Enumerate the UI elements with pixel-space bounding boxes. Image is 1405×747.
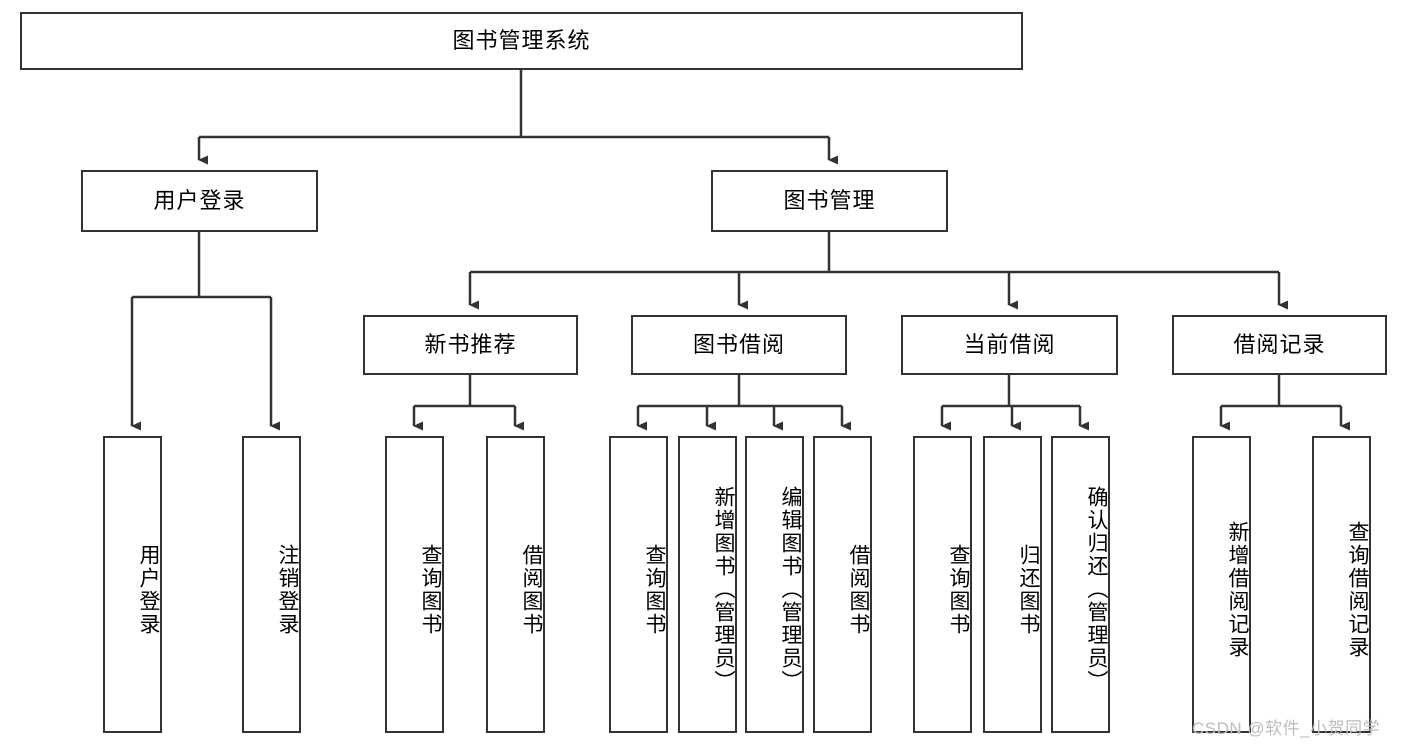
node-book-manage[interactable]: 图书管理 bbox=[711, 170, 948, 232]
node-leaf-query-book-borrow[interactable]: 查询图书 bbox=[609, 436, 668, 733]
node-label: 查询图书 bbox=[947, 543, 970, 636]
node-leaf-query-book-cur[interactable]: 查询图书 bbox=[913, 436, 972, 733]
node-label: 查询图书 bbox=[419, 543, 442, 636]
node-leaf-add-record[interactable]: 新增借阅记录 bbox=[1192, 436, 1251, 733]
node-label: 新书推荐 bbox=[424, 332, 517, 358]
watermark-text: CSDN @软件_小贺同学 bbox=[1192, 719, 1381, 738]
node-leaf-edit-book[interactable]: 编辑图书（管理员） bbox=[745, 436, 804, 733]
node-leaf-query-book-rec[interactable]: 查询图书 bbox=[385, 436, 444, 733]
node-label: 当前借阅 bbox=[963, 332, 1056, 358]
node-borrow-record[interactable]: 借阅记录 bbox=[1172, 315, 1387, 375]
node-label: 借阅记录 bbox=[1233, 332, 1326, 358]
node-leaf-confirm-return[interactable]: 确认归还（管理员） bbox=[1051, 436, 1110, 733]
node-leaf-borrow-book[interactable]: 借阅图书 bbox=[813, 436, 872, 733]
node-label: 新增图书（管理员） bbox=[712, 486, 735, 693]
node-label: 用户登录 bbox=[153, 188, 246, 214]
node-label: 借阅图书 bbox=[847, 543, 870, 636]
node-label: 编辑图书（管理员） bbox=[779, 486, 802, 693]
node-label: 图书管理系统 bbox=[452, 28, 591, 54]
node-new-book-recommend[interactable]: 新书推荐 bbox=[363, 315, 578, 375]
node-label: 注销登录 bbox=[276, 543, 299, 636]
node-leaf-add-book[interactable]: 新增图书（管理员） bbox=[678, 436, 737, 733]
node-label: 新增借阅记录 bbox=[1226, 520, 1249, 659]
node-label: 图书借阅 bbox=[692, 332, 785, 358]
node-user-login[interactable]: 用户登录 bbox=[81, 170, 318, 232]
node-leaf-borrow-book-rec[interactable]: 借阅图书 bbox=[486, 436, 545, 733]
node-leaf-user-login[interactable]: 用户登录 bbox=[103, 436, 162, 733]
node-label: 用户登录 bbox=[137, 543, 160, 636]
node-label: 图书管理 bbox=[783, 188, 876, 214]
node-leaf-query-record[interactable]: 查询借阅记录 bbox=[1312, 436, 1371, 733]
node-root[interactable]: 图书管理系统 bbox=[20, 12, 1023, 70]
node-label: 查询图书 bbox=[643, 543, 666, 636]
node-label: 归还图书 bbox=[1017, 543, 1040, 636]
node-book-borrow[interactable]: 图书借阅 bbox=[631, 315, 847, 375]
node-label: 确认归还（管理员） bbox=[1085, 486, 1108, 693]
node-leaf-user-logout[interactable]: 注销登录 bbox=[242, 436, 301, 733]
node-leaf-return-book[interactable]: 归还图书 bbox=[983, 436, 1042, 733]
node-label: 借阅图书 bbox=[520, 543, 543, 636]
node-label: 查询借阅记录 bbox=[1346, 520, 1369, 659]
node-current-borrow[interactable]: 当前借阅 bbox=[901, 315, 1118, 375]
